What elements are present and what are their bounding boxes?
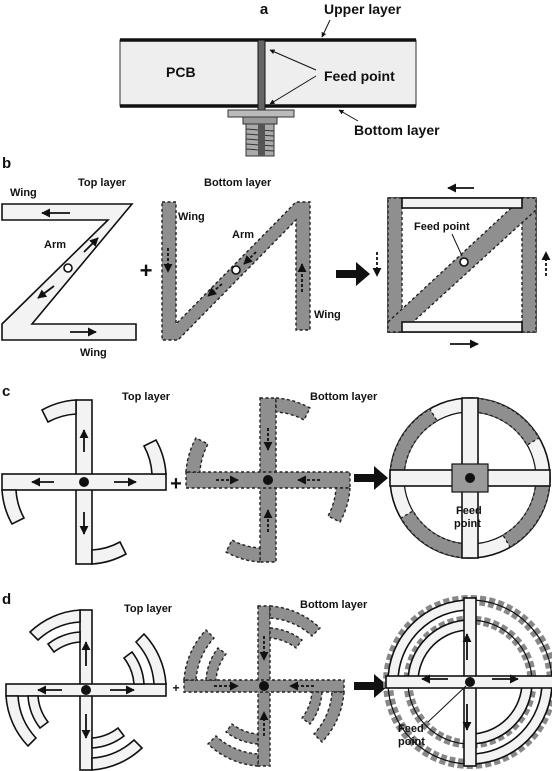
feed-point-label-c-2: point [454, 518, 481, 530]
feed-point-label-a: Feed point [324, 68, 395, 84]
panel-d: d Top layer Bottom layer + [2, 591, 552, 771]
panel-c-label: c [2, 383, 10, 400]
panel-c: c Top layer Bottom layer + [1, 383, 551, 565]
bottom-layer-n [161, 201, 311, 341]
feed-point-label-d-2: point [398, 736, 425, 748]
top-layer-cross-d [5, 609, 167, 771]
feed-point-label-d-1: Feed [398, 723, 424, 735]
combined-circle-c [389, 397, 551, 559]
feed-via-combined-b [459, 257, 469, 267]
arm-label-top: Arm [44, 239, 66, 251]
panel-b-label: b [2, 155, 11, 172]
panel-b: b Wing Top layer Arm Wing + Wing Bottom … [1, 155, 551, 359]
top-layer-label-b: Top layer [78, 177, 127, 189]
combine-arrow-b [336, 262, 370, 286]
bottom-layer-label-d: Bottom layer [300, 599, 368, 611]
top-layer-z [1, 203, 137, 341]
plus-d: + [172, 681, 179, 695]
plus-b: + [140, 258, 153, 283]
wing-label-top-left: Wing [10, 187, 37, 199]
combined-square-b [387, 197, 537, 333]
top-layer-label-c: Top layer [122, 391, 171, 403]
feed-point-label-c-1: Feed [456, 505, 482, 517]
combine-arrow-c [354, 466, 388, 490]
feed-pointer-top [269, 49, 317, 71]
pcb-board [119, 39, 417, 107]
bottom-layer-label-b: Bottom layer [204, 177, 272, 189]
feed-pointer-bottom [269, 75, 317, 105]
panel-a-label: a [260, 1, 269, 18]
feed-via-bottom-b [231, 265, 241, 275]
combine-arrow-d [354, 674, 388, 698]
panel-a: a PCB Upper layer Feed point Bottom laye… [119, 1, 440, 157]
top-layer-label-d: Top layer [124, 603, 173, 615]
wing-label-bottom-left: Wing [178, 211, 205, 223]
wing-label-bottom-right: Wing [314, 309, 341, 321]
feed-via-top-b [63, 263, 73, 273]
feed-point-label-b: Feed point [414, 221, 470, 233]
connector-flange [227, 109, 295, 118]
pcb-label: PCB [166, 64, 196, 80]
top-layer-cross-c [1, 399, 167, 565]
arm-label-bottom: Arm [232, 229, 254, 241]
bottom-layer-cross-d [183, 605, 345, 767]
bottom-layer-pointer [338, 109, 359, 122]
connector-nut [242, 116, 278, 125]
bottom-layer-label-c: Bottom layer [310, 391, 378, 403]
combined-circle-d [383, 595, 552, 769]
bottom-layer-label-a: Bottom layer [354, 122, 440, 138]
upper-layer-pointer [321, 19, 331, 38]
feed-via [257, 39, 266, 119]
bottom-layer-cross-c [185, 397, 351, 563]
connector-threads [245, 123, 275, 157]
plus-c: + [170, 473, 182, 495]
upper-layer-label: Upper layer [324, 1, 402, 17]
wing-label-top-bottom: Wing [80, 347, 107, 359]
panel-d-label: d [2, 591, 11, 608]
